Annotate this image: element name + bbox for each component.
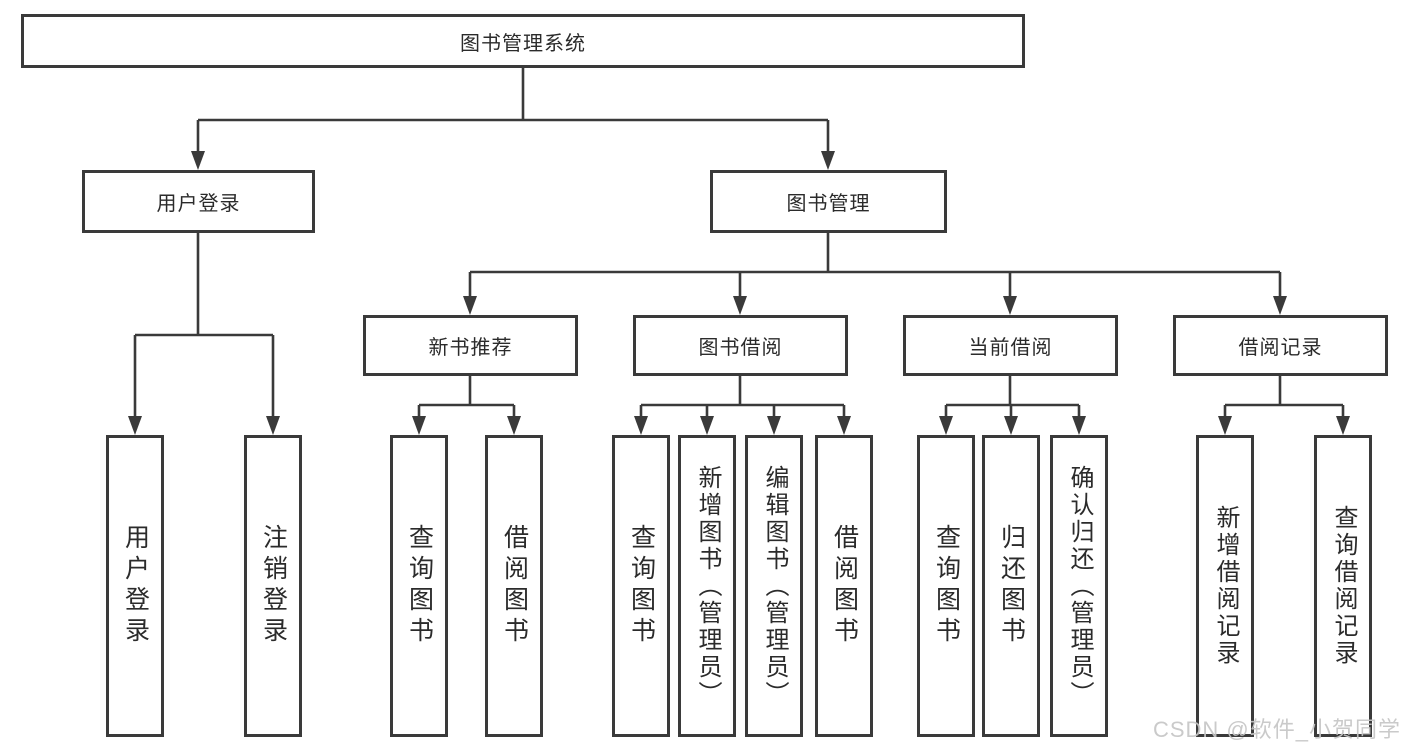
node-label: 新书推荐 — [428, 337, 513, 359]
leaf-confirm-return-admin: 确认归还（管理员） — [1050, 435, 1108, 737]
leaf-query-book-borrow: 查询图书 — [612, 435, 670, 737]
leaf-query-book-recommend: 查询图书 — [390, 435, 448, 737]
node-label: 当前借阅 — [968, 337, 1053, 359]
node-label: 借阅图书 — [830, 524, 859, 648]
node-label: 用户登录 — [121, 524, 150, 648]
node-label: 查询图书 — [405, 524, 434, 648]
node-label: 编辑图书（管理员） — [761, 464, 788, 708]
node-label: 借阅记录 — [1238, 337, 1323, 359]
leaf-add-book-admin: 新增图书（管理员） — [678, 435, 736, 737]
node-label: 查询借阅记录 — [1330, 505, 1357, 667]
node-label: 新增图书（管理员） — [694, 464, 721, 708]
arrowheads — [128, 151, 1350, 435]
node-label: 用户登录 — [156, 193, 241, 215]
leaf-borrow-book: 借阅图书 — [815, 435, 873, 737]
node-label: 查询图书 — [932, 524, 961, 648]
node-book-management-branch: 图书管理 — [710, 170, 947, 233]
leaf-add-borrow-record: 新增借阅记录 — [1196, 435, 1254, 737]
node-label: 查询图书 — [627, 524, 656, 648]
node-new-book-recommend: 新书推荐 — [363, 315, 578, 376]
leaf-query-book-current: 查询图书 — [917, 435, 975, 737]
node-label: 图书借阅 — [698, 337, 783, 359]
leaf-user-login: 用户登录 — [106, 435, 164, 737]
node-label: 确认归还（管理员） — [1066, 464, 1093, 708]
node-label: 图书管理 — [786, 193, 871, 215]
node-current-borrow: 当前借阅 — [903, 315, 1118, 376]
node-label: 新增借阅记录 — [1212, 505, 1239, 667]
leaf-borrow-book-recommend: 借阅图书 — [485, 435, 543, 737]
leaf-query-borrow-record: 查询借阅记录 — [1314, 435, 1372, 737]
node-root: 图书管理系统 — [21, 14, 1025, 68]
node-label: 图书管理系统 — [460, 32, 586, 55]
leaf-return-book: 归还图书 — [982, 435, 1040, 737]
leaf-edit-book-admin: 编辑图书（管理员） — [745, 435, 803, 737]
node-book-borrow: 图书借阅 — [633, 315, 848, 376]
node-borrow-record: 借阅记录 — [1173, 315, 1388, 376]
node-label: 归还图书 — [997, 524, 1026, 648]
node-label: 借阅图书 — [500, 524, 529, 648]
leaf-logout: 注销登录 — [244, 435, 302, 737]
node-label: 注销登录 — [259, 524, 288, 648]
node-user-login-branch: 用户登录 — [82, 170, 315, 233]
